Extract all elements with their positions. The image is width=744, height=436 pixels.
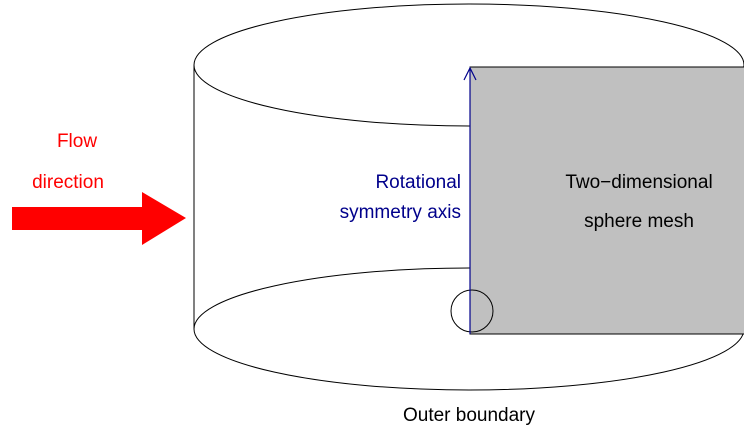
- axis-label-line2: symmetry axis: [339, 202, 461, 223]
- mesh-label-line1: Two−dimensional: [565, 172, 713, 193]
- sphere-circle: [450, 289, 494, 333]
- mesh-label-line2: sphere mesh: [584, 211, 694, 232]
- flow-label-line2: direction: [32, 172, 104, 193]
- axis-label-line1: Rotational: [375, 172, 461, 193]
- symmetry-axis-arrowhead: [463, 66, 477, 81]
- sphere-mesh-rect: [469, 66, 744, 335]
- outer-boundary-label: Outer boundary: [402, 405, 536, 426]
- flow-direction-arrow: [12, 192, 186, 245]
- flow-label-line1: Flow: [56, 131, 98, 152]
